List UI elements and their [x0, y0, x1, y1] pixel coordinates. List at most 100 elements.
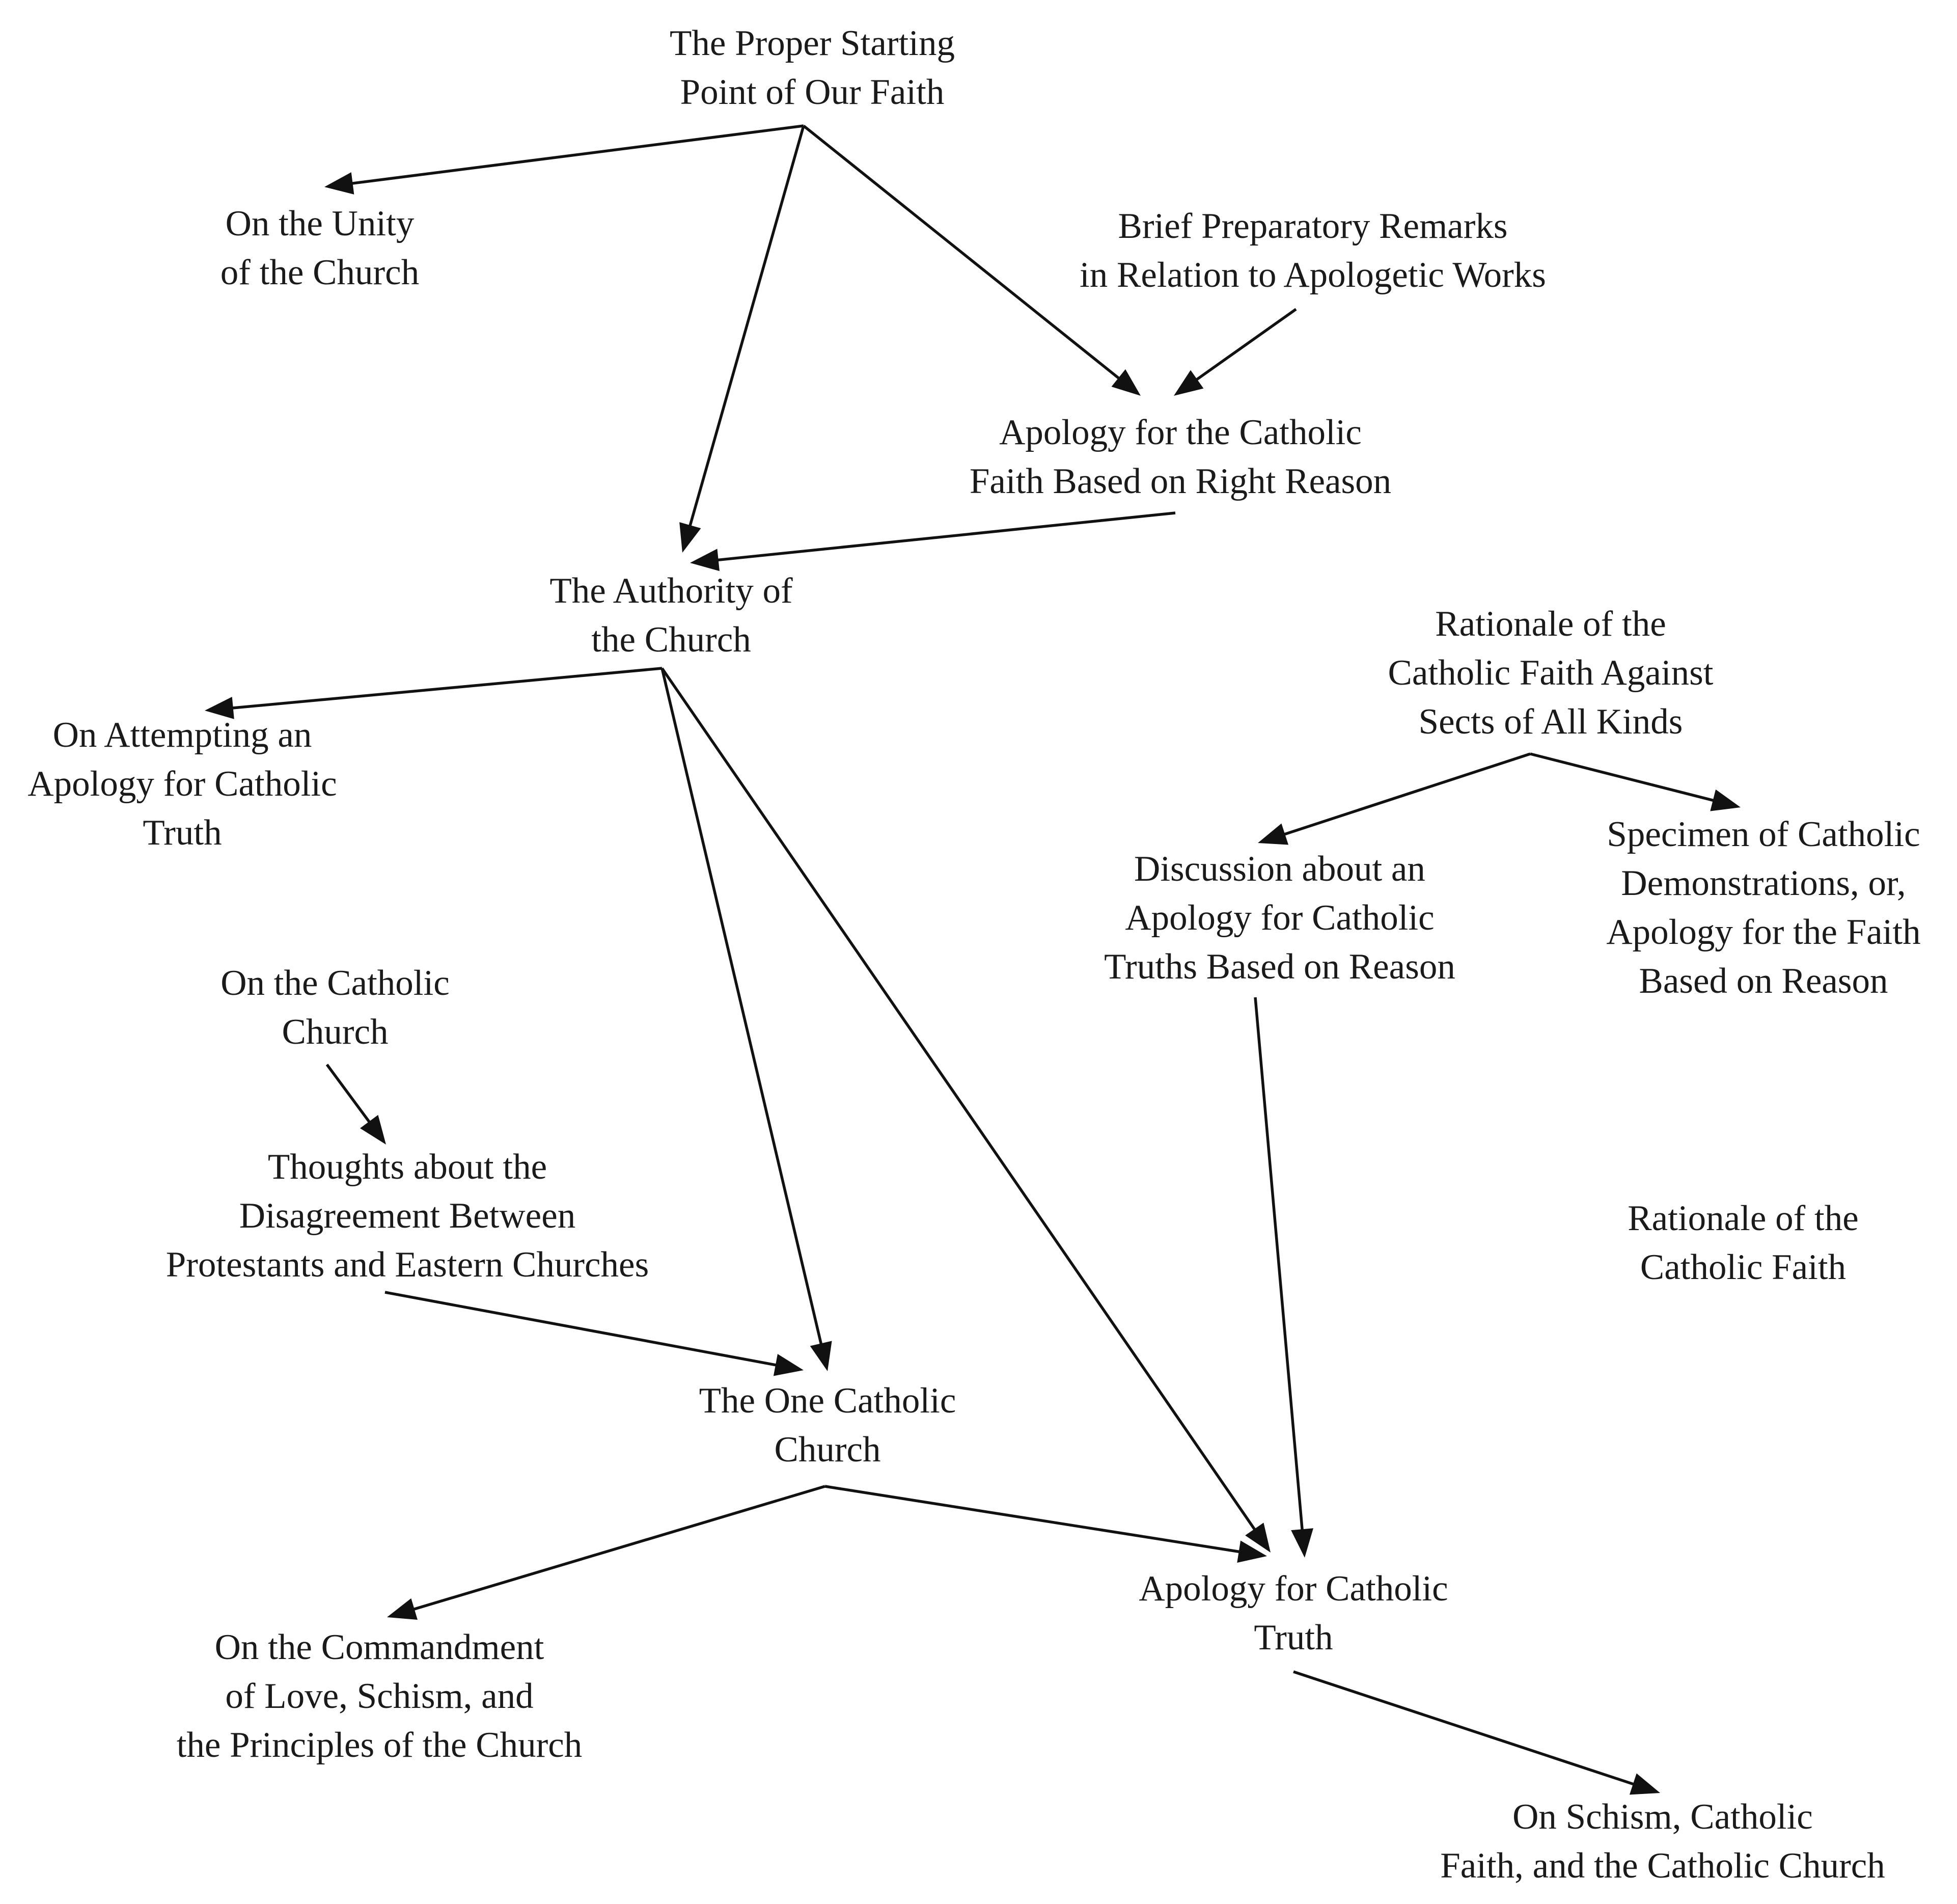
edge-line: [824, 1485, 1242, 1554]
edge-line: [660, 667, 1257, 1532]
edge-line: [384, 1291, 778, 1367]
edge-line: [803, 124, 1121, 380]
arrowhead-icon: [360, 1114, 386, 1145]
edge-line: [688, 125, 805, 528]
node-label-line: the Church: [591, 620, 751, 660]
arrowhead-icon: [1174, 370, 1204, 396]
node-label-line: Brief Preparatory Remarks: [1118, 206, 1508, 246]
edge-line: [1254, 997, 1304, 1532]
node-label-line: The Authority of: [549, 571, 793, 611]
node-label-line: Rationale of the: [1435, 604, 1666, 644]
arrowhead-icon: [1245, 1522, 1271, 1553]
node-label-line: On the Unity: [226, 204, 415, 243]
node-label-line: On Schism, Catholic: [1512, 1797, 1813, 1837]
node-label-line: Disagreement Between: [239, 1196, 575, 1236]
node-label-line: Discussion about an: [1134, 849, 1425, 889]
edge-authority_of_church-to-one_catholic_church: [660, 668, 832, 1371]
edge-discussion_apology-to-apology_catholic_truth: [1254, 997, 1313, 1558]
arrowhead-icon: [1237, 1540, 1267, 1563]
edge-line: [412, 1485, 825, 1611]
edge-line: [1293, 1670, 1636, 1786]
node-label-line: Apology for Catholic: [1125, 898, 1434, 938]
edge-line: [231, 667, 663, 710]
arrowhead-icon: [324, 172, 354, 195]
node-label-line: Truth: [1254, 1618, 1333, 1657]
node-label-line: Truth: [143, 813, 222, 853]
edge-line: [350, 124, 804, 185]
node-label-line: Apology for the Catholic: [999, 413, 1362, 452]
node-label-line: Apology for Catholic: [1139, 1569, 1448, 1609]
edge-on_catholic_church-to-thoughts_disagreement: [325, 1064, 386, 1145]
arrowhead-icon: [1291, 1528, 1313, 1558]
edge-proper_starting_point-to-apology_right_reason: [803, 124, 1141, 396]
node-label-line: On the Catholic: [220, 963, 450, 1003]
node-label-line: Church: [282, 1012, 388, 1052]
edge-line: [716, 511, 1176, 562]
node-label-line: Rationale of the: [1628, 1199, 1858, 1238]
node-authority-of-church: The Authority of the Church: [549, 571, 793, 660]
node-label-line: The Proper Starting: [670, 23, 955, 63]
node-brief-preparatory-remarks: Brief Preparatory Remarks in Relation to …: [1080, 206, 1546, 295]
node-label-line: Point of Our Faith: [680, 72, 945, 112]
node-label-line: Sects of All Kinds: [1419, 702, 1683, 742]
node-label-line: Specimen of Catholic: [1607, 814, 1920, 854]
edge-rationale_against_sects-to-discussion_apology: [1258, 752, 1531, 845]
node-unity-of-church: On the Unity of the Church: [220, 204, 419, 292]
node-label-line: Faith Based on Right Reason: [970, 461, 1391, 501]
node-label-line: Faith, and the Catholic Church: [1440, 1846, 1885, 1886]
edge-authority_of_church-to-apology_catholic_truth: [660, 667, 1271, 1553]
node-label-line: Apology for Catholic: [27, 764, 337, 804]
arrowhead-icon: [690, 549, 720, 572]
node-label-line: Based on Reason: [1639, 961, 1888, 1001]
arrowhead-icon: [1258, 823, 1289, 845]
edges-layer: [205, 124, 1741, 1795]
node-label-line: Apology for the Faith: [1606, 912, 1920, 952]
edge-apology_catholic_truth-to-on_schism: [1293, 1670, 1660, 1795]
node-label-line: On Attempting an: [53, 715, 312, 755]
arrowhead-icon: [1629, 1773, 1660, 1795]
edge-line: [660, 668, 823, 1346]
edge-thoughts_disagreement-to-one_catholic_church: [384, 1291, 804, 1376]
node-label-line: the Principles of the Church: [177, 1725, 583, 1765]
node-label-line: Church: [774, 1430, 880, 1470]
node-label-line: of the Church: [220, 253, 419, 292]
edge-line: [1530, 752, 1716, 802]
edge-line: [1282, 752, 1531, 836]
node-label-line: Protestants and Eastern Churches: [166, 1245, 649, 1285]
edge-proper_starting_point-to-unity_of_church: [324, 124, 804, 195]
node-label-line: Catholic Faith Against: [1388, 653, 1714, 693]
arrowhead-icon: [205, 696, 234, 719]
arrowhead-icon: [387, 1598, 418, 1620]
edge-line: [1194, 308, 1297, 382]
arrowhead-icon: [679, 522, 701, 553]
arrowhead-icon: [773, 1354, 804, 1376]
edge-one_catholic_church-to-apology_catholic_truth: [824, 1485, 1267, 1563]
node-label-line: Thoughts about the: [268, 1147, 547, 1187]
node-label-line: of Love, Schism, and: [225, 1676, 533, 1716]
node-label-line: Demonstrations, or,: [1621, 863, 1906, 903]
node-label-line: Catholic Faith: [1640, 1247, 1846, 1287]
edge-apology_right_reason-to-authority_of_church: [690, 511, 1176, 572]
edge-authority_of_church-to-attempting_apology: [205, 667, 663, 719]
node-label-line: in Relation to Apologetic Works: [1080, 255, 1546, 295]
arrowhead-icon: [1111, 369, 1141, 396]
arrowhead-icon: [810, 1341, 832, 1371]
node-commandment-of-love: On the Commandment of Love, Schism, and th…: [177, 1627, 583, 1765]
arrowhead-icon: [1710, 789, 1741, 811]
edge-rationale_against_sects-to-specimen_demonstrations: [1530, 752, 1741, 811]
edge-brief_preparatory_remarks-to-apology_right_reason: [1174, 308, 1297, 396]
node-label-line: On the Commandment: [215, 1627, 544, 1667]
